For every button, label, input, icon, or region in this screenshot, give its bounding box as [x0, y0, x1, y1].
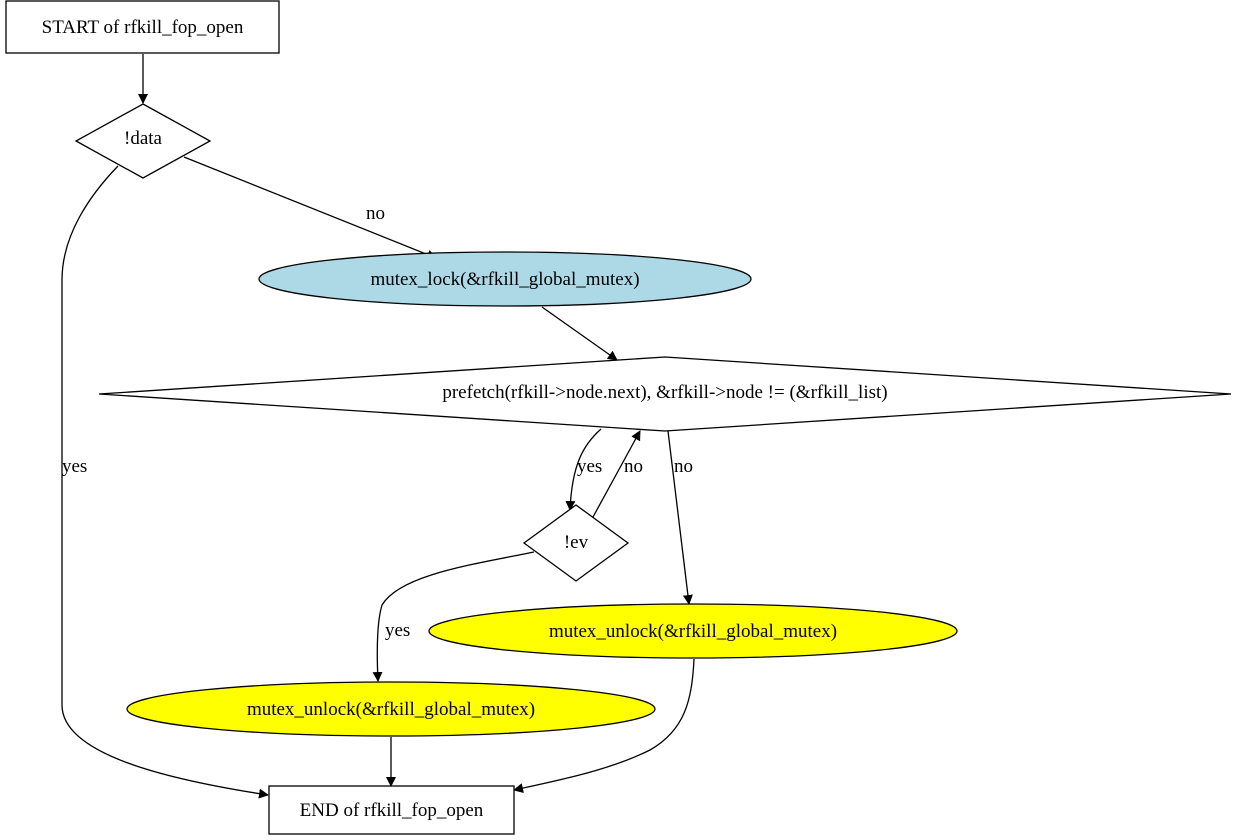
edge-label-ev-no: no	[624, 456, 643, 477]
mutex-unlock-loopend-node: mutex_unlock(&rfkill_global_mutex)	[428, 603, 958, 659]
data-check-label: !data	[124, 128, 163, 149]
edge-label-loop-yes: yes	[577, 456, 602, 477]
edge-label-data-no: no	[366, 203, 385, 224]
edge-data-no	[183, 156, 437, 260]
edge-ev-yes	[372, 551, 535, 682]
edge-loop-no	[667, 430, 693, 605]
edge-data-yes	[61, 165, 269, 799]
mutex-unlock-ev-label: mutex_unlock(&rfkill_global_mutex)	[247, 699, 535, 720]
start-node-label: START of rfkill_fop_open	[42, 17, 244, 38]
data-check-diamond: !data	[74, 103, 212, 179]
ev-check-diamond: !ev	[522, 504, 630, 582]
edge-lock-to-loop	[541, 306, 618, 361]
loop-check-label: prefetch(rfkill->node.next), &rfkill->no…	[442, 382, 887, 403]
mutex-lock-label: mutex_lock(&rfkill_global_mutex)	[370, 269, 639, 290]
mutex-unlock-loopend-label: mutex_unlock(&rfkill_global_mutex)	[549, 621, 837, 642]
edge-label-data-yes: yes	[62, 456, 87, 477]
end-node-label: END of rfkill_fop_open	[300, 800, 484, 821]
ev-check-label: !ev	[564, 532, 589, 553]
edge-label-loop-no: no	[674, 456, 693, 477]
edge-label-ev-yes: yes	[385, 620, 410, 641]
mutex-lock-node: mutex_lock(&rfkill_global_mutex)	[258, 251, 752, 307]
mutex-unlock-ev-node: mutex_unlock(&rfkill_global_mutex)	[126, 681, 656, 737]
start-node: START of rfkill_fop_open	[5, 0, 280, 54]
loop-check-diamond: prefetch(rfkill->node.next), &rfkill->no…	[98, 356, 1232, 432]
edge-ev-no	[592, 430, 641, 518]
end-node: END of rfkill_fop_open	[268, 785, 515, 835]
edge-unlock-loopend-to-end	[513, 658, 695, 793]
edge-loop-yes	[565, 428, 602, 511]
